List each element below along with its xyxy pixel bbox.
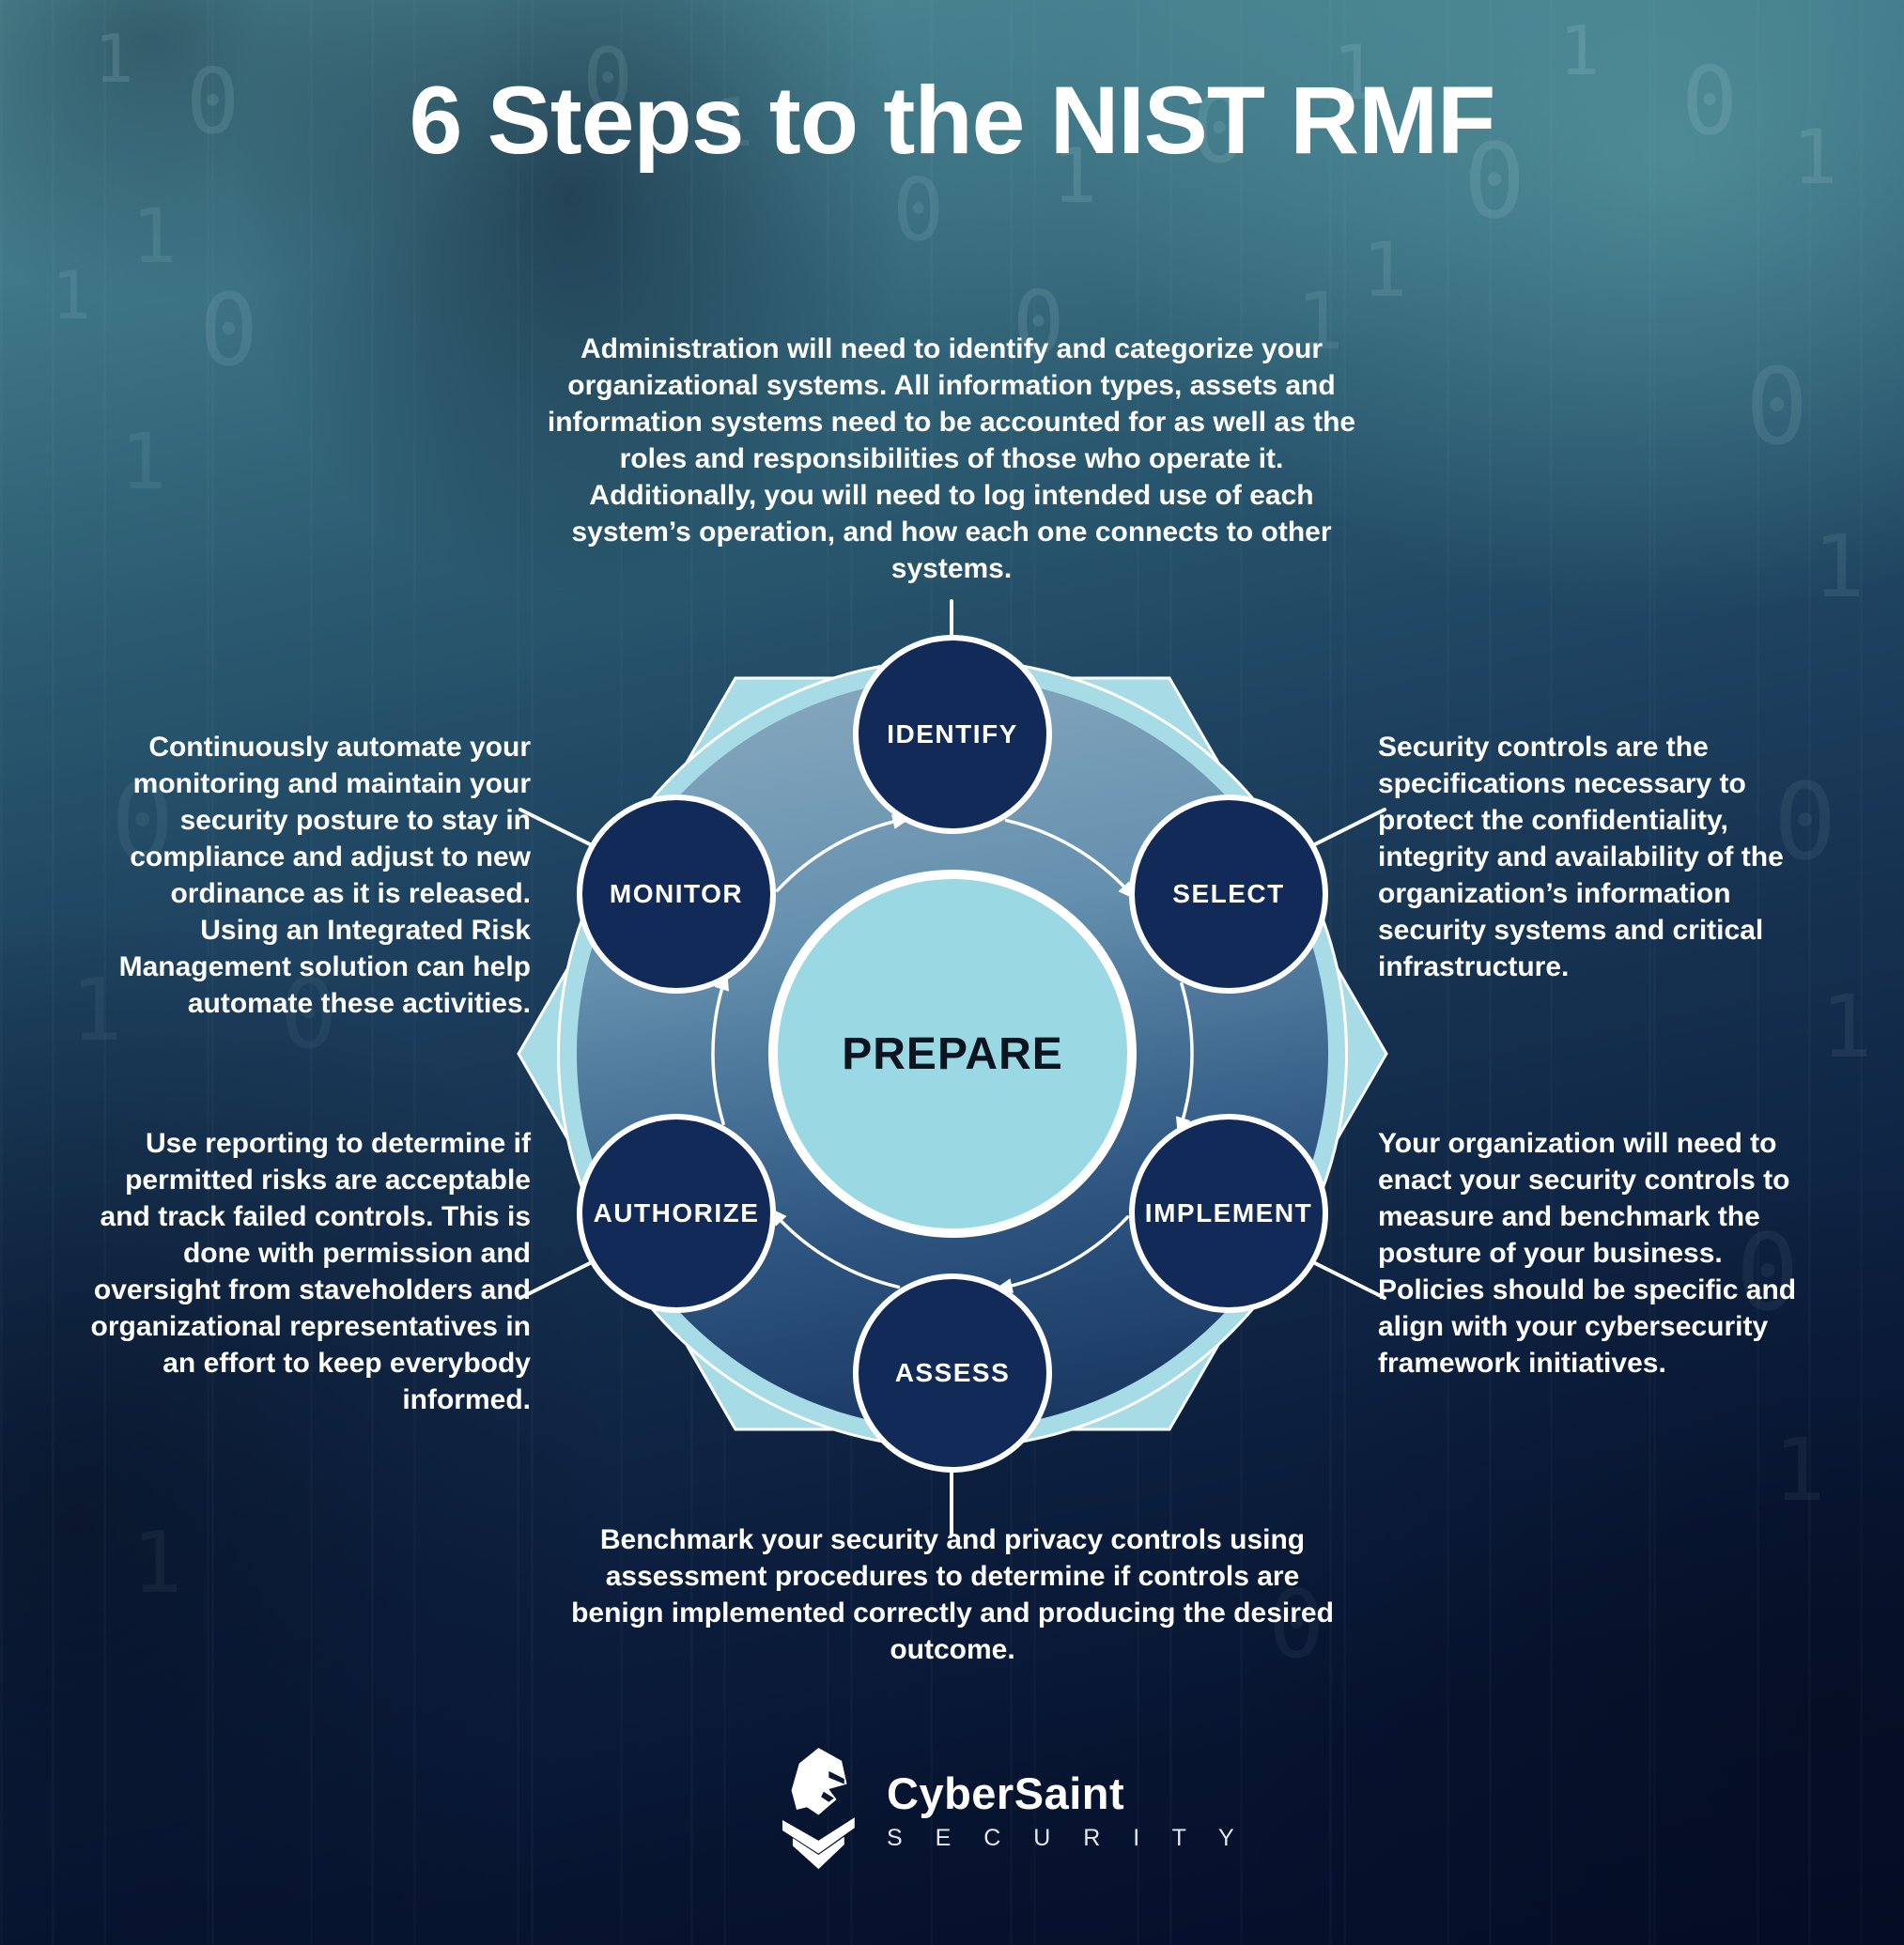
step-circle-monitor: MONITOR [577,795,776,994]
brand-logo: CyberSaint S E C U R I T Y [772,1743,1247,1876]
step-circle-identify: IDENTIFY [853,635,1052,834]
binary-digit: 0 [280,959,338,1071]
desc-monitor: Continuously automate your monitoring an… [118,732,531,1019]
step-circle-implement: IMPLEMENT [1129,1114,1328,1313]
flow-arrow-implement-assess [1004,1215,1130,1289]
binary-digit: 0 [892,160,945,260]
knight-helmet-icon [782,1748,855,1870]
connector-select [1311,808,1386,847]
binary-digit: 0 [199,273,259,388]
binary-digit: 1 [1792,114,1838,201]
flow-arrow-identify-select [1004,818,1130,892]
binary-digit: 0 [1736,1212,1800,1335]
step-label: IDENTIFY [887,719,1018,749]
step-label: IMPLEMENT [1144,1198,1313,1227]
step-label: MONITOR [609,879,744,908]
flow-arrow-monitor-identify [775,818,901,892]
binary-digit: 1 [1052,132,1098,220]
flow-arcs [711,818,1194,1289]
desc-assess: Benchmark your security and privacy cont… [571,1524,1334,1665]
binary-digit: 0 [1013,272,1065,373]
binary-digit: 1 [1296,275,1344,367]
binary-digit: 1 [52,257,92,334]
binary-digit: 0 [1745,347,1809,469]
connector-implement [1311,1260,1386,1300]
connector-lines [519,599,1386,1536]
binary-digit: 1 [714,85,754,162]
binary-digit: 1 [94,21,134,98]
connector-monitor [519,808,594,847]
binary-digit: 1 [70,960,123,1060]
binary-digit: 1 [1559,11,1601,90]
step-label: SELECT [1172,879,1285,908]
binary-digit: 1 [1362,226,1408,314]
binary-digit: 0 [1681,46,1739,156]
binary-digit: 0 [111,762,175,884]
binary-digit: 0 [186,51,240,154]
binary-digit: 0 [1268,1569,1325,1679]
prepare-circle: PREPARE [768,870,1137,1238]
binary-digit: 0 [1463,121,1526,241]
binary-digit: 1 [1773,1420,1826,1520]
connector-authorize [519,1260,594,1300]
binary-digit: 1 [132,1514,183,1613]
flow-arrow-assess-authorize [775,1215,901,1289]
desc-select: Security controls are the specifications… [1378,732,1784,982]
binary-digit: 0 [1191,74,1248,184]
binary-digit: 0 [582,30,634,129]
prepare-label: PREPARE [842,1028,1063,1079]
step-label: ASSESS [894,1358,1011,1387]
flow-arrow-authorize-monitor [711,981,725,1126]
step-circle-select: SELECT [1129,795,1328,994]
binary-digit: 1 [1813,517,1865,617]
brand-subtitle: S E C U R I T Y [887,1825,1247,1851]
brand-wordmark: CyberSaint S E C U R I T Y [887,1767,1247,1852]
brand-name: CyberSaint [887,1768,1125,1818]
step-circle-assess: ASSESS [853,1274,1052,1473]
page-title: 6 Steps to the NIST RMF [409,67,1496,174]
desc-identify: Administration will need to identify and… [547,333,1356,584]
flow-arrow-select-implement [1180,981,1194,1126]
desc-implement: Your organization will need to enact you… [1378,1128,1797,1379]
binary-digit: 1 [1332,29,1378,116]
step-circle-authorize: AUTHORIZE [577,1114,776,1313]
step-label: AUTHORIZE [593,1198,760,1227]
binary-digit: 1 [1820,977,1873,1077]
binary-digit: 1 [132,193,178,280]
binary-digit: 0 [1773,762,1837,884]
binary-digit: 1 [120,418,167,507]
desc-authorize: Use reporting to determine if permitted … [90,1128,531,1415]
